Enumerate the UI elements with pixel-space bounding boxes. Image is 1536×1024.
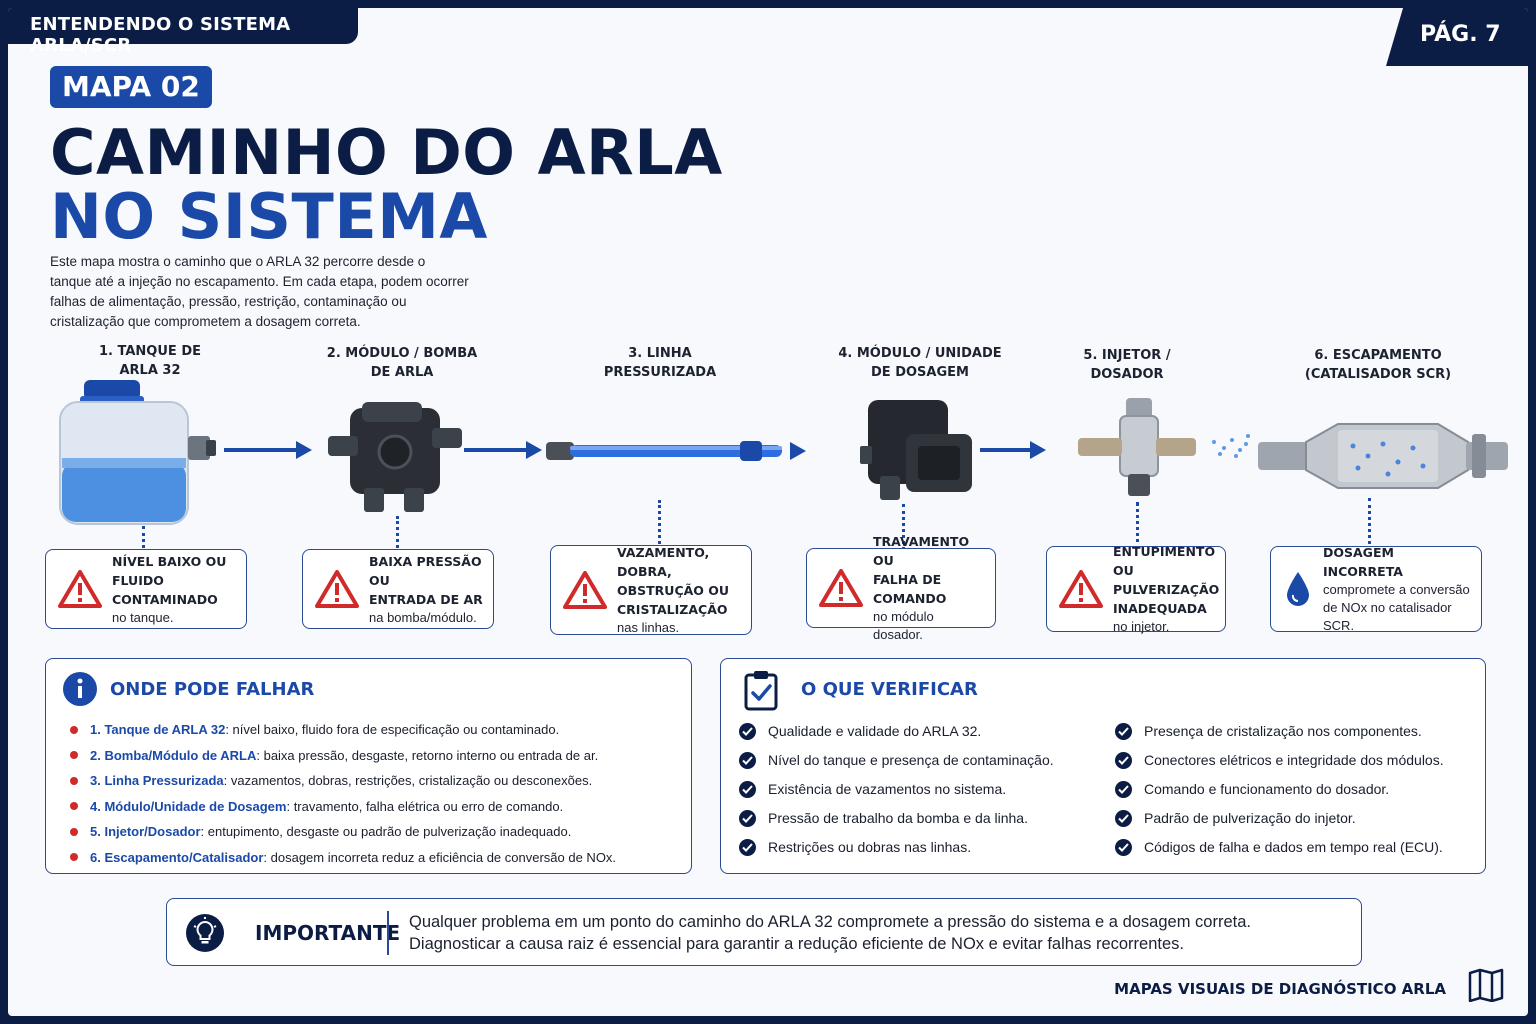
intro-text: Este mapa mostra o caminho que o ARLA 32… bbox=[50, 254, 469, 329]
step-label-1: 1. TANQUE DE ARLA 32 bbox=[99, 344, 201, 378]
warning-icon bbox=[817, 568, 865, 608]
important-text: Qualquer problema em um ponto do caminho… bbox=[409, 913, 1251, 953]
pipe-icon bbox=[546, 436, 806, 471]
warning-icon bbox=[313, 569, 361, 609]
connector-3 bbox=[658, 500, 661, 550]
list-item: 1. Tanque de ARLA 32: nível baixo, fluid… bbox=[70, 717, 690, 743]
important-box: IMPORTANTE Qualquer problema em um ponto… bbox=[166, 898, 1362, 966]
connector-4 bbox=[902, 504, 905, 550]
fault-title: TRAVAMENTO OU FALHA DE COMANDO bbox=[873, 534, 970, 606]
fault-card-3: VAZAMENTO, DOBRA, OBSTRUÇÃO OU CRISTALIZ… bbox=[550, 545, 752, 635]
list-item: 3. Linha Pressurizada: vazamentos, dobra… bbox=[70, 768, 690, 794]
clipboard-icon bbox=[743, 669, 779, 716]
where-fail-panel: ONDE PODE FALHAR 1. Tanque de ARLA 32: n… bbox=[45, 658, 692, 874]
map-badge: MAPA 02 bbox=[50, 66, 212, 108]
fault-sub: compromete a conversão de NOx no catalis… bbox=[1323, 582, 1470, 633]
catalyst-icon bbox=[1258, 416, 1508, 501]
fault-title: VAZAMENTO, DOBRA, OBSTRUÇÃO OU CRISTALIZ… bbox=[617, 545, 730, 617]
fault-card-5: ENTUPIMENTO OU PULVERIZAÇÃO INADEQUADA no… bbox=[1046, 544, 1226, 634]
list-item: Conectores elétricos e integridade dos m… bbox=[1115, 746, 1444, 775]
page-number: PÁG. 7 bbox=[1386, 8, 1528, 66]
pump-icon bbox=[320, 398, 470, 523]
warning-icon bbox=[1057, 569, 1105, 609]
list-item: 6. Escapamento/Catalisador: dosagem inco… bbox=[70, 845, 690, 871]
warning-icon bbox=[561, 570, 609, 610]
fault-title: DOSAGEM INCORRETA bbox=[1323, 545, 1403, 579]
flow-arrow-1 bbox=[224, 441, 312, 459]
fault-card-2: BAIXA PRESSÃO OU ENTRADA DE AR na bomba/m… bbox=[302, 549, 494, 629]
step-label-5: 5. INJETOR / DOSADOR bbox=[1083, 348, 1171, 382]
list-item: 5. Injetor/Dosador: entupimento, desgast… bbox=[70, 819, 690, 845]
fault-title: NÍVEL BAIXO OU FLUIDO CONTAMINADO bbox=[112, 553, 227, 607]
map-book-icon bbox=[1468, 968, 1504, 1007]
info-icon bbox=[62, 671, 98, 712]
page-title-line1: CAMINHO DO ARLA bbox=[50, 116, 723, 189]
list-item: Existência de vazamentos no sistema. bbox=[739, 775, 1054, 804]
warning-icon bbox=[56, 569, 104, 609]
what-check-panel: O QUE VERIFICAR Qualidade e validade do … bbox=[720, 658, 1486, 874]
list-item: Códigos de falha e dados em tempo real (… bbox=[1115, 833, 1444, 862]
list-item: 4. Módulo/Unidade de Dosagem: travamento… bbox=[70, 794, 690, 820]
check-column-2: Presença de cristalização nos componente… bbox=[1115, 717, 1444, 862]
fault-sub: no módulo dosador. bbox=[873, 609, 934, 642]
section-tag: ENTENDENDO O SISTEMA ARLA/SCR bbox=[8, 8, 358, 56]
list-item: Restrições ou dobras nas linhas. bbox=[739, 833, 1054, 862]
where-fail-title: ONDE PODE FALHAR bbox=[110, 679, 315, 700]
step-label-6: 6. ESCAPAMENTO (CATALISADOR SCR) bbox=[1304, 348, 1452, 382]
list-item: Presença de cristalização nos componente… bbox=[1115, 717, 1444, 746]
fault-title: ENTUPIMENTO OU PULVERIZAÇÃO INADEQUADA bbox=[1113, 544, 1220, 616]
dosing-module-icon bbox=[860, 396, 980, 511]
connector-6 bbox=[1368, 498, 1371, 550]
fault-card-1: NÍVEL BAIXO OU FLUIDO CONTAMINADO no tanq… bbox=[45, 549, 247, 629]
list-item: 2. Bomba/Módulo de ARLA: baixa pressão, … bbox=[70, 743, 690, 769]
footer-title: MAPAS VISUAIS DE DIAGNÓSTICO ARLA bbox=[1114, 980, 1446, 998]
list-item: Padrão de pulverização do injetor. bbox=[1115, 804, 1444, 833]
check-column-1: Qualidade e validade do ARLA 32. Nível d… bbox=[739, 717, 1054, 862]
connector-5 bbox=[1136, 502, 1139, 550]
injector-icon bbox=[1074, 394, 1254, 509]
page: ENTENDENDO O SISTEMA ARLA/SCR PÁG. 7 MAP… bbox=[8, 8, 1528, 1016]
list-item: Comando e funcionamento do dosador. bbox=[1115, 775, 1444, 804]
connector-1 bbox=[142, 526, 145, 554]
tank-icon bbox=[56, 380, 216, 535]
fault-sub: no tanque. bbox=[112, 609, 174, 625]
list-item: Qualidade e validade do ARLA 32. bbox=[739, 717, 1054, 746]
important-label: IMPORTANTE bbox=[255, 921, 401, 945]
fault-sub: na bomba/módulo. bbox=[369, 609, 477, 625]
fault-sub: nas linhas. bbox=[617, 620, 680, 635]
step-label-3: 3. LINHA PRESSURIZADA bbox=[603, 346, 717, 380]
where-fail-list: 1. Tanque de ARLA 32: nível baixo, fluid… bbox=[70, 717, 690, 870]
what-check-title: O QUE VERIFICAR bbox=[801, 679, 978, 700]
fault-title: BAIXA PRESSÃO OU ENTRADA DE AR bbox=[369, 553, 483, 607]
flow-arrow-3 bbox=[980, 441, 1046, 459]
list-item: Pressão de trabalho da bomba e da linha. bbox=[739, 804, 1054, 833]
step-label-2: 2. MÓDULO / BOMBA DE ARLA bbox=[326, 346, 478, 380]
page-title-line2: NO SISTEMA bbox=[50, 180, 488, 253]
connector-2 bbox=[396, 516, 399, 554]
list-item: Nível do tanque e presença de contaminaç… bbox=[739, 746, 1054, 775]
divider bbox=[387, 911, 389, 955]
droplet-icon bbox=[1281, 570, 1315, 608]
lightbulb-icon bbox=[185, 913, 225, 958]
step-label-4: 4. MÓDULO / UNIDADE DE DOSAGEM bbox=[838, 346, 1002, 380]
fault-sub: no injetor. bbox=[1113, 619, 1170, 634]
flow-arrow-2 bbox=[464, 441, 542, 459]
